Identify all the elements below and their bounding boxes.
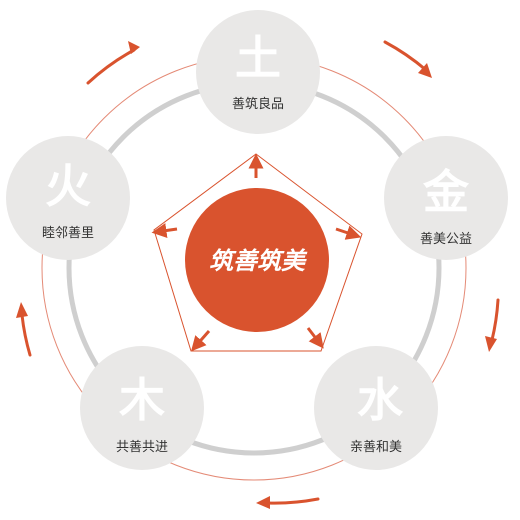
element-char: 土 bbox=[235, 31, 281, 85]
radial-arrow-left bbox=[151, 223, 178, 238]
cycle-arrow-top-left bbox=[86, 48, 136, 85]
element-node-earth: 土 善筑良品 bbox=[196, 10, 320, 134]
element-node-water: 水 亲善和美 bbox=[314, 346, 438, 470]
radial-arrow-bottom-right bbox=[306, 327, 324, 349]
cycle-arrowhead-bottom bbox=[256, 496, 270, 509]
cycle-arrowhead-left bbox=[16, 302, 28, 318]
outer-cycle-arrows bbox=[16, 40, 500, 509]
element-char: 金 bbox=[422, 165, 470, 219]
element-label: 共善共进 bbox=[116, 439, 168, 455]
element-node-circle bbox=[196, 10, 320, 134]
element-node-circle bbox=[384, 136, 508, 260]
element-node-circle bbox=[80, 346, 204, 470]
cycle-arrow-right bbox=[490, 298, 500, 342]
center-title: 筑善筑美 bbox=[209, 246, 308, 275]
cycle-arrowhead-top-right bbox=[418, 63, 432, 78]
cycle-arrow-top-right bbox=[383, 40, 428, 72]
element-label: 亲善和美 bbox=[350, 439, 402, 455]
element-label: 善筑良品 bbox=[232, 96, 284, 112]
cycle-arrowhead-top-left bbox=[128, 41, 140, 54]
radial-arrow-bottom-left bbox=[191, 330, 211, 352]
element-char: 水 bbox=[357, 373, 404, 427]
cycle-arrowhead-right bbox=[485, 336, 497, 352]
cycle-arrow-left bbox=[20, 313, 32, 357]
element-node-wood: 木 共善共进 bbox=[80, 346, 204, 470]
radial-arrow-right bbox=[335, 225, 362, 240]
center-circle bbox=[185, 188, 329, 332]
element-node-metal: 金 善美公益 bbox=[384, 136, 508, 260]
element-node-circle bbox=[314, 346, 438, 470]
element-label: 善美公益 bbox=[420, 231, 472, 247]
radial-arrows bbox=[151, 153, 362, 352]
cycle-arrow-bottom bbox=[266, 497, 320, 505]
center-pentagon bbox=[153, 153, 363, 352]
element-label: 睦邻善里 bbox=[42, 225, 94, 241]
element-node-fire: 火 睦邻善里 bbox=[6, 136, 130, 260]
element-char: 火 bbox=[45, 159, 91, 213]
element-char: 木 bbox=[119, 373, 165, 427]
element-node-circle bbox=[6, 136, 130, 260]
